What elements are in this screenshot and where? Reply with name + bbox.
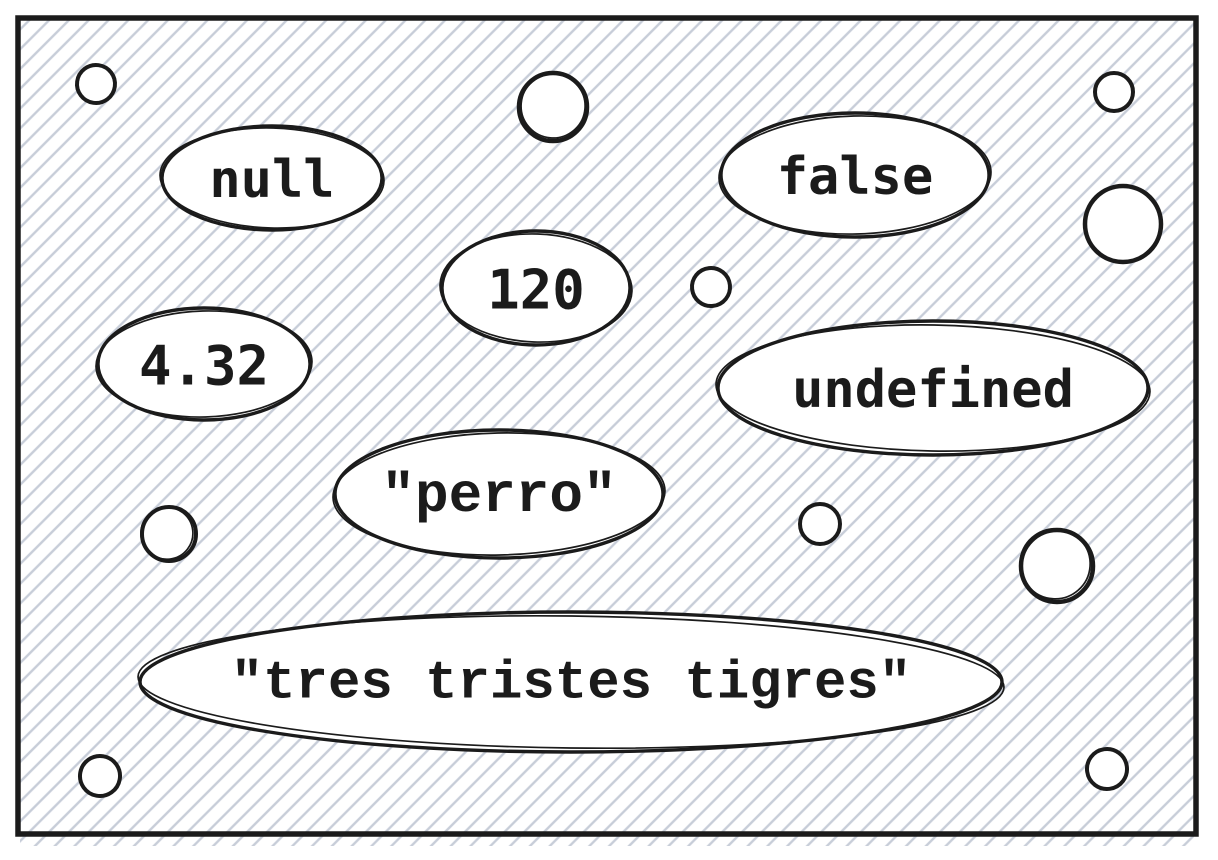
small-bubble bbox=[798, 502, 842, 546]
decor-bubbles bbox=[75, 63, 1164, 798]
value-label-120: 120 bbox=[487, 259, 585, 322]
value-bubble-perro: "perro" bbox=[332, 428, 666, 560]
small-bubble bbox=[1093, 71, 1135, 113]
small-bubble bbox=[78, 754, 122, 798]
small-bubble bbox=[1082, 183, 1164, 265]
value-bubble-false: false bbox=[718, 111, 992, 239]
small-bubble bbox=[516, 70, 590, 144]
value-label-perro: "perro" bbox=[381, 464, 616, 528]
small-bubble bbox=[1085, 747, 1129, 791]
value-bubble-undefined: undefined bbox=[715, 319, 1151, 457]
value-label-null: null bbox=[209, 150, 334, 210]
value-bubble-120: 120 bbox=[439, 229, 633, 347]
value-bubble-tres-tristes-tigres: "tres tristes tigres" bbox=[137, 610, 1005, 754]
small-bubble bbox=[75, 63, 117, 105]
small-bubble bbox=[690, 266, 732, 308]
value-label-4-32: 4.32 bbox=[139, 335, 269, 398]
value-label-false: false bbox=[777, 147, 934, 207]
value-bubble-4-32: 4.32 bbox=[95, 306, 313, 422]
value-label-tres-tristes-tigres: "tres tristes tigres" bbox=[231, 654, 912, 715]
value-bubble-null: null bbox=[159, 124, 385, 232]
frame-border bbox=[15, 15, 1199, 837]
value-label-undefined: undefined bbox=[792, 360, 1074, 420]
